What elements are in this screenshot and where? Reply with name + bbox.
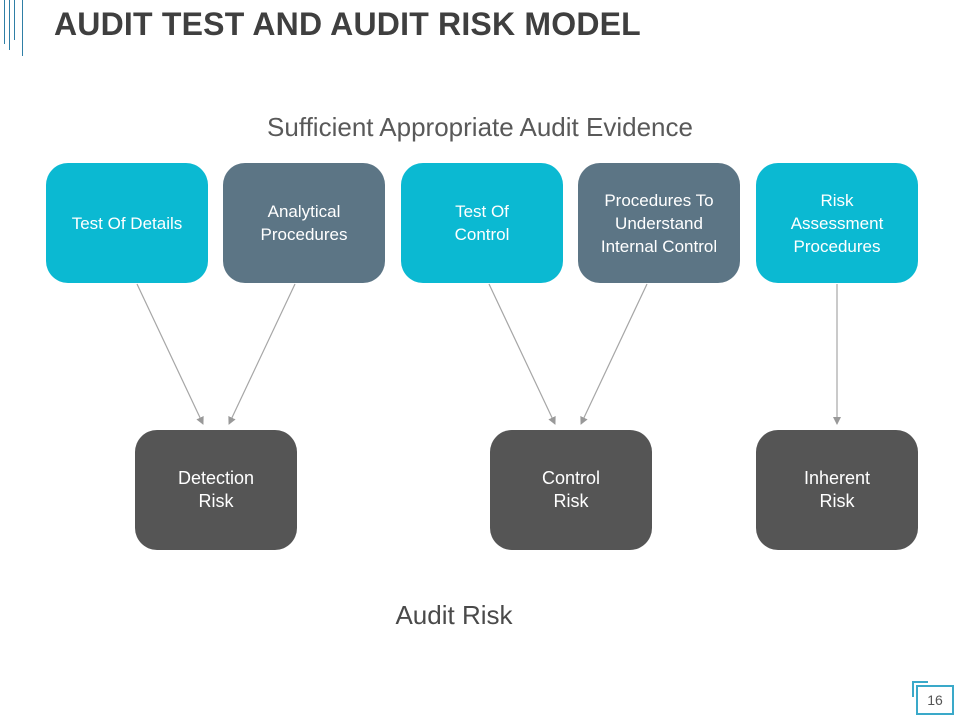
box-analytical-procedures: Analytical Procedures	[223, 163, 385, 283]
decorative-line	[4, 0, 5, 44]
diagram-subtitle: Sufficient Appropriate Audit Evidence	[267, 112, 693, 142]
box-risk-assessment-procedures: Risk Assessment Procedures	[756, 163, 918, 283]
slide-title: AUDIT TEST AND AUDIT RISK MODEL	[54, 6, 641, 42]
box-inherent-risk: Inherent Risk	[756, 430, 918, 550]
page-number-corner	[912, 681, 928, 697]
page-number: 16	[916, 685, 954, 715]
decorative-line	[9, 0, 10, 50]
audit-risk-label: Audit Risk	[395, 600, 513, 630]
box-control-risk: Control Risk	[490, 430, 652, 550]
box-detection-risk: Detection Risk	[135, 430, 297, 550]
arrow-details-to-detection	[136, 283, 204, 425]
box-test-of-control: Test Of Control	[401, 163, 563, 283]
decorative-line	[14, 0, 15, 40]
box-procedures-understand-internal-control: Procedures To Understand Internal Contro…	[578, 163, 740, 283]
decorative-line	[22, 0, 23, 56]
box-test-of-details: Test Of Details	[46, 163, 208, 283]
arrow-understand-to-control-risk	[580, 283, 648, 425]
arrow-analytical-to-detection	[228, 283, 296, 425]
arrow-control-test-to-control-risk	[488, 283, 556, 425]
